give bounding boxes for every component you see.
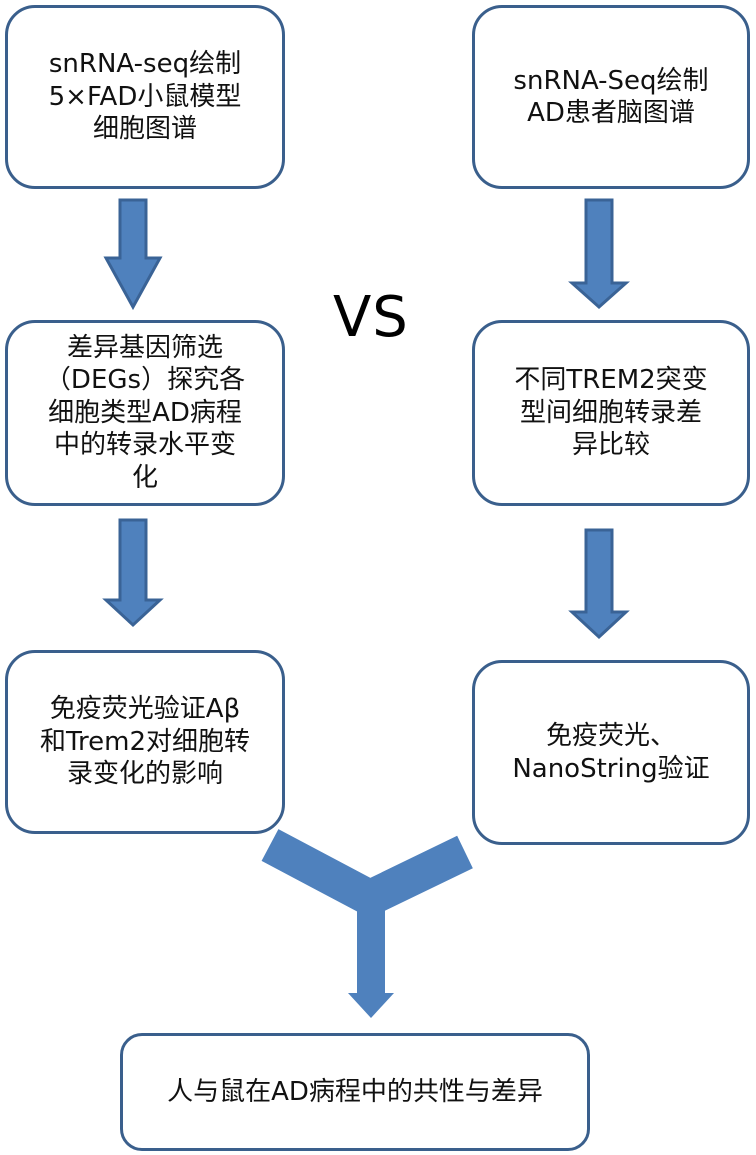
box-human-validation-text: 免疫荧光、 NanoString验证 [512,721,710,784]
box-degs-screening-text: 差异基因筛选 （DEGs）探究各 细胞类型AD病程 中的转录水平变 化 [44,332,246,493]
box-mouse-validation-text: 免疫荧光验证Aβ 和Trem2对细胞转 录变化的影响 [39,694,251,790]
merge-arrow [261,829,473,1018]
box-trem2-comparison-text: 不同TREM2突变 型间细胞转录差 异比较 [514,365,708,461]
vs-label: VS [333,285,409,350]
box-mouse-validation: 免疫荧光验证Aβ 和Trem2对细胞转 录变化的影响 [5,650,285,834]
box-conclusion-text: 人与鼠在AD病程中的共性与差异 [167,1076,543,1107]
box-degs-screening: 差异基因筛选 （DEGs）探究各 细胞类型AD病程 中的转录水平变 化 [5,320,285,506]
arrow-left-1 [103,198,163,311]
arrow-left-2 [102,518,164,628]
arrow-right-1 [568,198,630,310]
box-conclusion: 人与鼠在AD病程中的共性与差异 [120,1033,590,1151]
box-trem2-comparison: 不同TREM2突变 型间细胞转录差 异比较 [472,320,750,506]
arrow-right-2 [568,528,630,640]
box-mouse-atlas: snRNA-seq绘制 5×FAD小鼠模型 细胞图谱 [5,5,285,189]
box-human-atlas: snRNA-Seq绘制 AD患者脑图谱 [472,5,750,189]
box-human-atlas-text: snRNA-Seq绘制 AD患者脑图谱 [513,65,709,129]
box-mouse-atlas-text: snRNA-seq绘制 5×FAD小鼠模型 细胞图谱 [48,49,242,145]
box-human-validation: 免疫荧光、 NanoString验证 [472,660,750,845]
